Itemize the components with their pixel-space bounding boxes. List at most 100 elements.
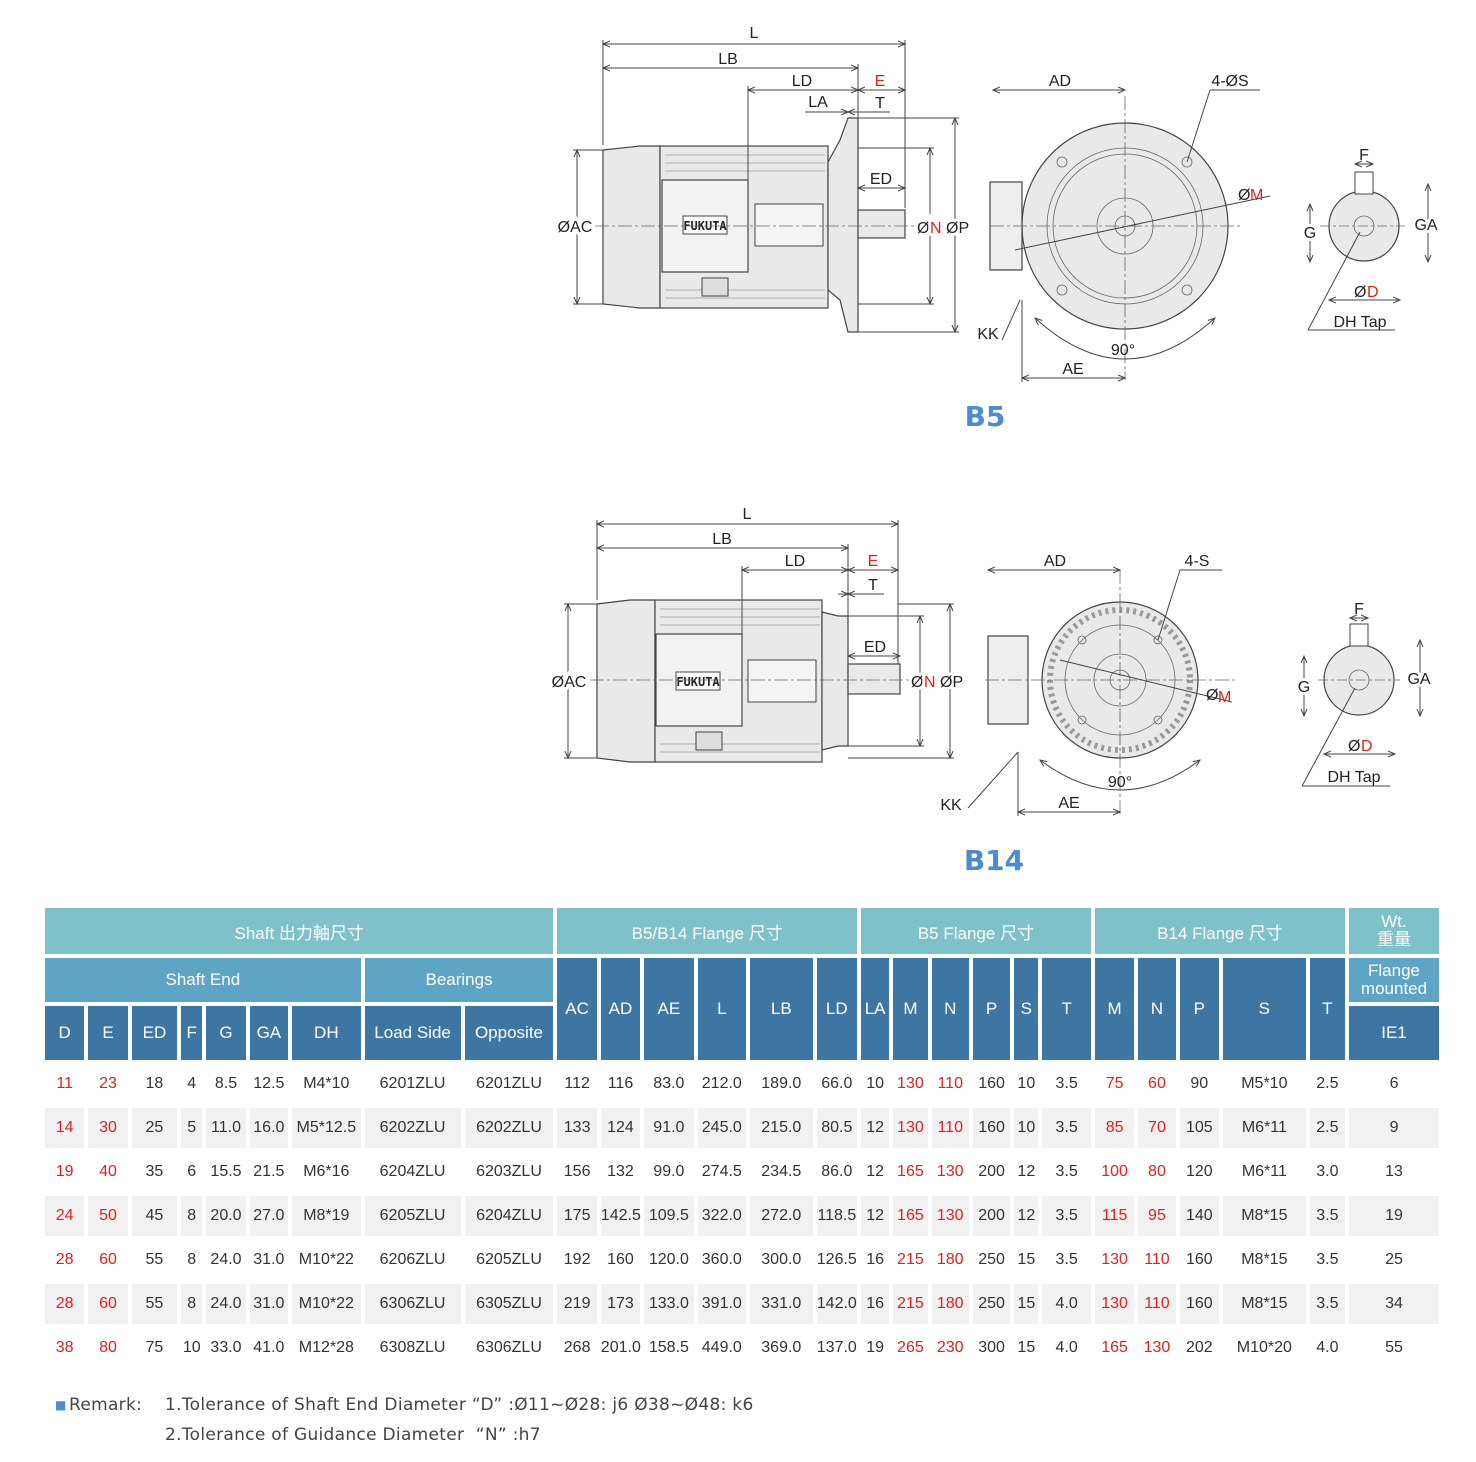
col-b5-P: P [972, 958, 1011, 1060]
b14-brand-label: FUKUTA [676, 675, 720, 689]
b14-dim-E: E [868, 553, 879, 570]
table-cell: M6*11 [1222, 1108, 1306, 1148]
table-cell: 130 [931, 1196, 969, 1236]
b5-dim-AC: ØAC [558, 219, 593, 236]
table-cell: M6*11 [1241, 1163, 1287, 1180]
table-cell: 55 [145, 1251, 164, 1268]
table-cell: 274.5 [701, 1163, 742, 1180]
table-cell: 18 [145, 1075, 164, 1092]
col-LA: LA [861, 958, 890, 1060]
col-b14-N: N [1138, 958, 1176, 1060]
table-cell: 12.5 [253, 1075, 285, 1092]
table-cell: 70 [1138, 1108, 1176, 1148]
table-cell: 12 [1014, 1196, 1039, 1236]
table-cell: 95 [1138, 1196, 1176, 1236]
sub-flange-mounted: Flange mounted [1349, 958, 1439, 1002]
col-load-side: Load Side [364, 1006, 461, 1060]
header-col-row: D E ED F G GA DH Load Side Opposite IE1 [45, 1006, 1439, 1060]
table-cell: 19 [866, 1339, 885, 1356]
table-cell: 369.0 [761, 1339, 802, 1356]
table-cell: 3.5 [1055, 1251, 1078, 1268]
table-cell: 120.0 [648, 1251, 689, 1268]
table-cell: 80 [1148, 1163, 1166, 1180]
b5-dim-T: T [875, 95, 885, 112]
b5-front-view: AD 4-ØS Ø M KK 90° AE [977, 73, 1271, 382]
b14-shaft-F: F [1354, 601, 1364, 618]
table-cell: M5*10 [1241, 1075, 1288, 1092]
table-cell: 140 [1179, 1196, 1219, 1236]
table-cell: 322.0 [697, 1196, 747, 1236]
b5-title: B5 [965, 400, 1006, 433]
table-cell: 45 [131, 1196, 178, 1236]
table-cell: 175 [557, 1196, 597, 1236]
table-cell: 12 [861, 1108, 890, 1148]
col-LB: LB [750, 958, 813, 1060]
b5-side-view: FUKUTA L LB LD E LA T ED ØAC [555, 25, 972, 332]
table-cell: 83.0 [653, 1075, 685, 1092]
table-cell: 130 [1143, 1339, 1171, 1356]
table-cell: 3.5 [1055, 1075, 1078, 1092]
table-cell: 6206ZLU [379, 1251, 446, 1268]
b14-dim-KK: KK [940, 797, 962, 814]
table-cell: 215.0 [750, 1108, 813, 1148]
table-cell: 14 [45, 1108, 85, 1148]
table-cell: 24 [45, 1196, 85, 1236]
table-cell: 126.5 [816, 1251, 857, 1268]
spec-table: Shaft 出力軸尺寸 B5/B14 Flange 尺寸 B5 Flange 尺… [41, 904, 1443, 1372]
b14-dim-S: 4-S [1185, 553, 1210, 570]
table-cell: 160 [1179, 1284, 1219, 1324]
b14-dim-N-prefix: Ø [911, 674, 923, 691]
table-cell: 133 [557, 1108, 597, 1148]
table-cell: 250 [978, 1251, 1005, 1268]
table-cell: 130 [897, 1075, 924, 1092]
table-cell: 160 [1185, 1251, 1213, 1268]
table-cell: 360.0 [701, 1251, 742, 1268]
table-cell: 137.0 [816, 1339, 857, 1356]
table-cell: 3.0 [1316, 1163, 1339, 1180]
table-cell: 4.0 [1042, 1284, 1091, 1324]
header-group-row: Shaft 出力軸尺寸 B5/B14 Flange 尺寸 B5 Flange 尺… [45, 908, 1439, 954]
table-cell: 35 [145, 1163, 164, 1180]
table-cell: 124 [600, 1108, 641, 1148]
col-LD: LD [816, 958, 857, 1060]
table-cell: 6308ZLU [379, 1339, 446, 1356]
table-cell: 201.0 [600, 1339, 641, 1356]
table-cell: 8.5 [214, 1075, 238, 1092]
table-cell: 215 [897, 1251, 924, 1268]
b5-dim-KK: KK [977, 326, 999, 343]
col-GA: GA [249, 1006, 289, 1060]
table-cell: 268 [563, 1339, 591, 1356]
table-cell: 133.0 [644, 1284, 694, 1324]
table-cell: M8*15 [1222, 1284, 1306, 1324]
table-cell: 13 [1385, 1163, 1403, 1180]
col-AD: AD [600, 958, 641, 1060]
b14-dim-M: M [1218, 689, 1231, 706]
table-cell: 11 [56, 1075, 73, 1092]
table-cell: 6202ZLU [464, 1108, 554, 1148]
col-F: F [181, 1006, 203, 1060]
table-cell: 100 [1101, 1163, 1128, 1180]
table-cell: M5*12.5 [292, 1108, 361, 1148]
table-cell: 23 [99, 1075, 117, 1092]
table-cell: M8*15 [1222, 1196, 1306, 1236]
drawings-svg: FUKUTA L LB LD E LA T ED ØAC [551, 25, 1438, 877]
b14-shaft-detail: F G GA Ø D DH Tap [1295, 601, 1434, 787]
table-cell: 142.0 [816, 1284, 857, 1324]
table-cell: 8 [181, 1196, 203, 1236]
col-IE1: IE1 [1349, 1006, 1439, 1060]
table-cell: 8 [187, 1251, 197, 1268]
col-AC: AC [557, 958, 597, 1060]
table-cell: 130 [1101, 1251, 1128, 1268]
b5-dim-AD: AD [1049, 73, 1071, 90]
col-ED: ED [131, 1006, 178, 1060]
b14-title: B14 [964, 844, 1024, 877]
table-cell: 86.0 [821, 1163, 853, 1180]
table-cell: 60 [1148, 1075, 1166, 1092]
b5-dim-LB: LB [718, 51, 738, 68]
table-cell: 15 [1017, 1339, 1036, 1356]
table-cell: 75 [145, 1339, 164, 1356]
header-sub-row: Shaft End Bearings AC AD AE L LB LD LA M… [45, 958, 1439, 1060]
table-cell: 25 [1385, 1251, 1403, 1268]
table-cell: 165 [897, 1163, 924, 1180]
